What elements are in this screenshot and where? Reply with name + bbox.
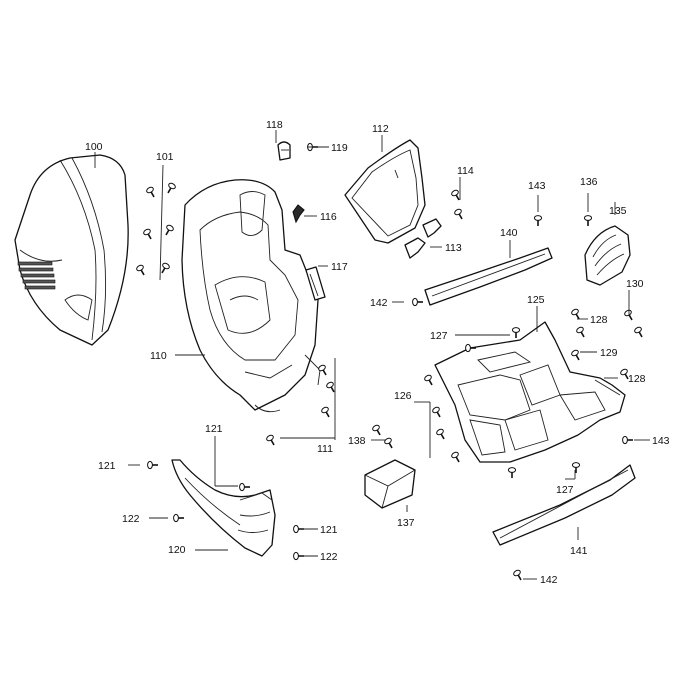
screw-icon bbox=[511, 327, 521, 338]
label-128-right: 128 bbox=[628, 373, 646, 385]
label-100: 100 bbox=[85, 141, 103, 153]
label-128-top: 128 bbox=[590, 314, 608, 326]
screw-icon bbox=[436, 428, 445, 440]
screw-icon bbox=[372, 424, 381, 436]
label-122-left: 122 bbox=[122, 513, 140, 525]
part-100-front-shield[interactable] bbox=[14, 154, 129, 346]
screw-icon bbox=[583, 215, 593, 226]
label-143-right: 143 bbox=[652, 435, 670, 447]
screw-icon bbox=[173, 513, 184, 523]
part-113-clips[interactable] bbox=[404, 218, 442, 259]
part-116-hook[interactable] bbox=[292, 204, 305, 224]
screw-icon bbox=[432, 406, 441, 418]
label-125: 125 bbox=[527, 294, 545, 306]
screw-icon bbox=[326, 381, 335, 393]
label-140: 140 bbox=[500, 227, 518, 239]
part-135-vent-grille[interactable] bbox=[584, 225, 631, 286]
screw-icon bbox=[239, 482, 250, 492]
screw-icon bbox=[165, 224, 174, 236]
screw-icon bbox=[571, 349, 580, 361]
screw-icon bbox=[266, 434, 275, 446]
screw-icon bbox=[622, 435, 633, 445]
screw-icon bbox=[412, 297, 423, 307]
part-141-lower-rail[interactable] bbox=[492, 464, 636, 546]
label-129: 129 bbox=[600, 347, 618, 359]
label-142-bottom: 142 bbox=[540, 574, 558, 586]
screw-icon bbox=[513, 569, 522, 581]
screw-icon bbox=[136, 264, 145, 276]
screw-icon bbox=[571, 462, 581, 473]
label-127-bottom: 127 bbox=[556, 484, 574, 496]
part-117-reflector[interactable] bbox=[305, 266, 326, 301]
label-138: 138 bbox=[348, 435, 366, 447]
label-119: 119 bbox=[331, 142, 348, 154]
screw-icon bbox=[454, 208, 463, 220]
label-121-left: 121 bbox=[98, 460, 116, 472]
part-112-cover-panel[interactable] bbox=[344, 139, 426, 244]
label-112: 112 bbox=[372, 123, 389, 135]
part-140-side-rail[interactable] bbox=[424, 247, 553, 306]
label-121-top: 121 bbox=[205, 423, 223, 435]
label-142-top: 142 bbox=[370, 297, 388, 309]
screws-group bbox=[136, 142, 643, 581]
screw-icon bbox=[624, 309, 633, 321]
label-130: 130 bbox=[626, 278, 644, 290]
screw-icon bbox=[318, 364, 327, 376]
label-127-top: 127 bbox=[430, 330, 448, 342]
label-141: 141 bbox=[570, 545, 588, 557]
label-126: 126 bbox=[394, 390, 412, 402]
label-114: 114 bbox=[457, 165, 474, 177]
part-118-clip[interactable] bbox=[277, 141, 291, 161]
part-number-labels: 100 101 110 111 112 113 114 116 117 118 … bbox=[85, 119, 670, 586]
label-113: 113 bbox=[445, 242, 462, 254]
label-122-right: 122 bbox=[320, 551, 338, 563]
part-137-box[interactable] bbox=[364, 459, 416, 509]
label-110: 110 bbox=[150, 350, 167, 362]
screw-icon bbox=[424, 374, 433, 386]
screw-icon bbox=[465, 343, 476, 353]
label-111: 111 bbox=[317, 443, 333, 455]
screw-icon bbox=[143, 228, 152, 240]
label-118: 118 bbox=[266, 119, 283, 131]
label-136: 136 bbox=[580, 176, 598, 188]
part-110-inner-shield[interactable] bbox=[181, 179, 321, 413]
screw-icon bbox=[533, 215, 543, 226]
screw-icon bbox=[167, 182, 176, 194]
label-117: 117 bbox=[331, 261, 348, 273]
screw-icon bbox=[147, 460, 158, 470]
screw-icon bbox=[321, 406, 330, 418]
leader-lines bbox=[94, 130, 650, 580]
label-101: 101 bbox=[156, 151, 174, 163]
screw-icon bbox=[576, 326, 585, 338]
screw-icon bbox=[507, 467, 517, 478]
part-125-floorboard[interactable] bbox=[434, 321, 626, 463]
label-135: 135 bbox=[609, 205, 627, 217]
screw-icon bbox=[146, 186, 155, 198]
screw-icon bbox=[451, 189, 460, 201]
label-120: 120 bbox=[168, 544, 186, 556]
label-137: 137 bbox=[397, 517, 415, 529]
label-116: 116 bbox=[320, 211, 337, 223]
screw-icon bbox=[634, 326, 643, 338]
screw-icon bbox=[161, 262, 170, 274]
part-120-lower-cover[interactable] bbox=[171, 459, 276, 557]
label-143-top: 143 bbox=[528, 180, 546, 192]
screw-icon bbox=[451, 451, 460, 463]
screw-icon bbox=[384, 437, 393, 449]
screw-icon bbox=[620, 368, 629, 380]
label-121-right: 121 bbox=[320, 524, 338, 536]
screw-icon bbox=[571, 308, 580, 320]
